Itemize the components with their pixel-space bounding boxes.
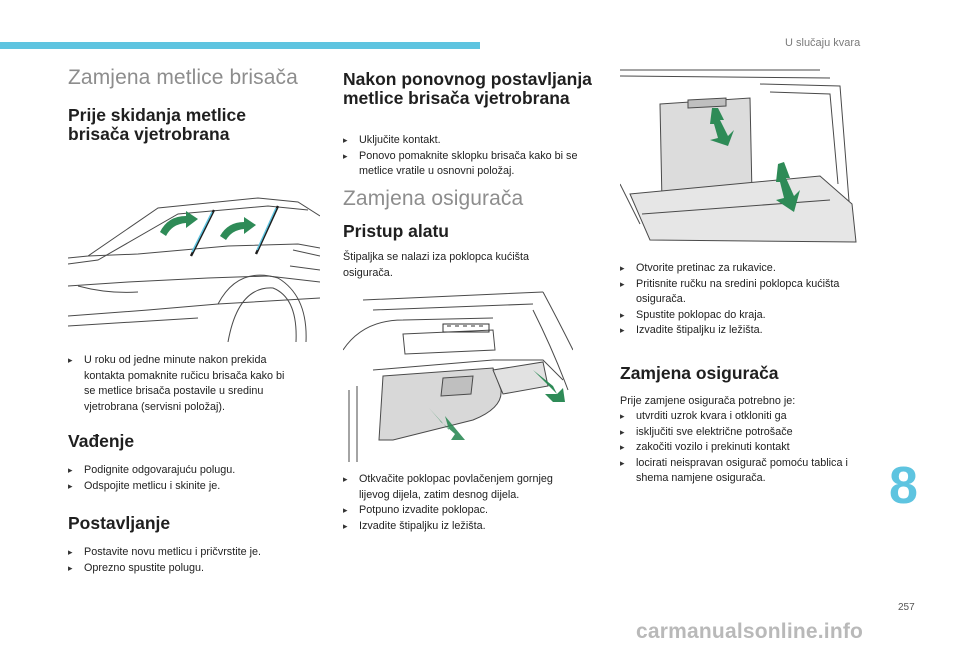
glovebox-illustration: [620, 64, 860, 244]
list-item: locirati neispravan osigurač pomoću tabl…: [620, 456, 875, 487]
list-item: U roku od jedne minute nakon prekida kon…: [68, 353, 298, 415]
list-item: Podignite odgovarajuću polugu.: [68, 463, 298, 479]
before-removal-heading: Prije skidanja metlice brisača vjetrobra…: [68, 105, 247, 144]
removal-heading: Vađenje: [68, 431, 135, 451]
list-item: isključiti sve električne potrošače: [620, 425, 875, 441]
fuse-title: Zamjena osigurača: [343, 187, 524, 210]
removal-list: Podignite odgovarajuću polugu. Odspojite…: [68, 463, 298, 494]
list-item: Odspojite metlicu i skinite je.: [68, 479, 298, 495]
windscreen-wiper-illustration: [68, 186, 320, 342]
list-item: Potpuno izvadite poklopac.: [343, 503, 583, 519]
fitting-list: Postavite novu metlicu i pričvrstite je.…: [68, 545, 298, 576]
fuse-cover-illustration: [343, 290, 573, 462]
glovebox-list: Otvorite pretinac za rukavice. Pritisnit…: [620, 261, 870, 339]
list-item: Spustite poklopac do kraja.: [620, 308, 870, 324]
tool-access-list: Otkvačite poklopac povlačenjem gornjeg l…: [343, 472, 583, 534]
fuse-change-list: utvrditi uzrok kvara i otkloniti ga iskl…: [620, 409, 875, 487]
tool-access-text: Štipaljka se nalazi iza poklopca kućišta…: [343, 251, 530, 279]
list-item: Oprezno spustite polugu.: [68, 561, 298, 577]
list-item: Otkvačite poklopac povlačenjem gornjeg l…: [343, 472, 583, 503]
list-item: Uključite kontakt.: [343, 133, 588, 149]
list-item: utvrditi uzrok kvara i otkloniti ga: [620, 409, 875, 425]
header-accent-bar: [0, 42, 480, 49]
fitting-heading: Postavljanje: [68, 513, 171, 533]
chapter-number: 8: [889, 457, 918, 515]
watermark: carmanualsonline.info: [636, 620, 864, 643]
list-item: Otvorite pretinac za rukavice.: [620, 261, 870, 277]
tool-access-heading: Pristup alatu: [343, 221, 449, 241]
section-label: U slučaju kvara: [785, 37, 861, 49]
after-refit-heading: Nakon ponovnog postavljanja metlice bris…: [343, 69, 592, 108]
list-item: Izvadite štipaljku iz ležišta.: [620, 323, 870, 339]
list-item: zakočiti vozilo i prekinuti kontakt: [620, 440, 875, 456]
after-refit-list: Uključite kontakt. Ponovo pomaknite sklo…: [343, 133, 588, 180]
before-removal-list: U roku od jedne minute nakon prekida kon…: [68, 353, 298, 415]
list-item: Pritisnite ručku na sredini poklopca kuć…: [620, 277, 870, 308]
page-number: 257: [898, 602, 915, 613]
wiper-title: Zamjena metlice brisača: [68, 66, 298, 89]
fuse-change-heading: Zamjena osigurača: [620, 363, 779, 383]
list-item: Postavite novu metlicu i pričvrstite je.: [68, 545, 298, 561]
fuse-change-text: Prije zamjene osigurača potrebno je:: [620, 395, 796, 407]
list-item: Izvadite štipaljku iz ležišta.: [343, 519, 583, 535]
list-item: Ponovo pomaknite sklopku brisača kako bi…: [343, 149, 588, 180]
